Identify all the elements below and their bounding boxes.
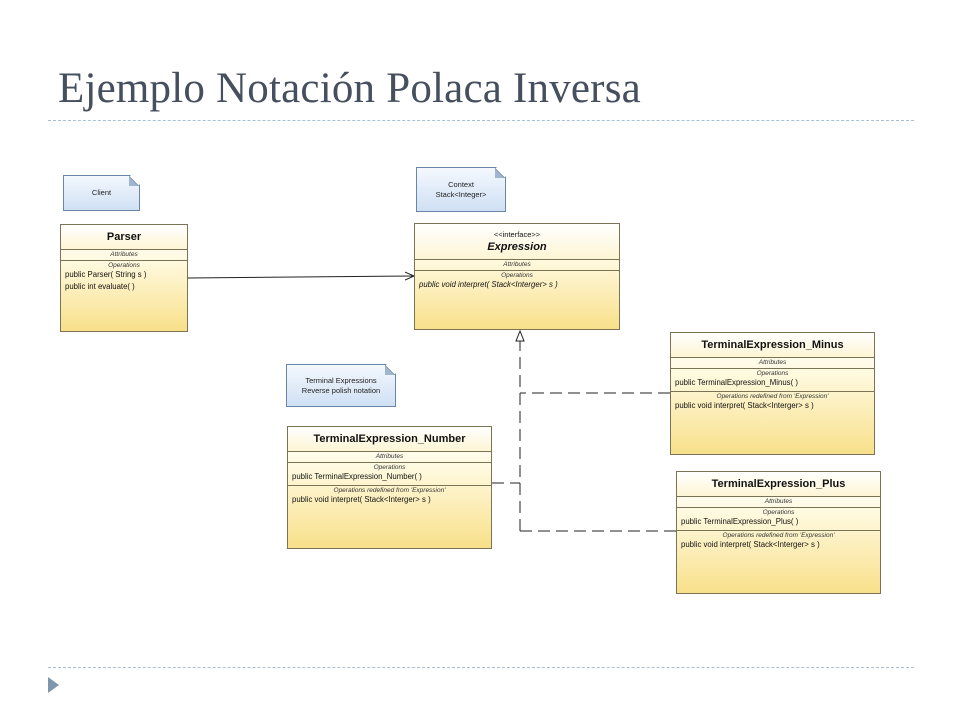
class-name: TerminalExpression_Number	[288, 427, 491, 452]
operations-label: Operations	[756, 370, 789, 377]
title-divider	[48, 120, 914, 121]
note-fold-icon	[385, 365, 395, 375]
realization-arrowhead	[515, 329, 525, 342]
note-line: Context	[448, 179, 474, 189]
operation: public void interpret( Stack<Interger> s…	[675, 401, 814, 410]
attributes-label: Attributes	[415, 260, 619, 271]
note-line: Stack<Integer>	[435, 189, 487, 199]
operation: public void interpret( Stack<Interger> s…	[292, 495, 431, 504]
class-header: <<interface>> Expression	[415, 224, 619, 260]
class-name: Parser	[61, 225, 187, 250]
class-expression: <<interface>> Expression Attributes Oper…	[414, 223, 620, 330]
operations-label: Operations	[501, 272, 533, 279]
class-terminal-expression-minus: TerminalExpression_Minus Attributes Oper…	[670, 332, 875, 455]
slide-title: Ejemplo Notación Polaca Inversa	[58, 65, 641, 112]
attributes-label: Attributes	[288, 452, 491, 463]
operations-label: Operations	[108, 262, 140, 269]
note-context: Context Stack<Integer>	[416, 167, 506, 212]
note-line: Terminal Expressions	[305, 375, 377, 385]
note-client: Client	[63, 175, 140, 211]
note-terminal-expressions: Terminal Expressions Reverse polish nota…	[286, 364, 396, 407]
note-line: Reverse polish notation	[301, 385, 381, 395]
operation: public TerminalExpression_Plus( )	[681, 517, 799, 526]
class-terminal-expression-plus: TerminalExpression_Plus Attributes Opera…	[676, 471, 881, 594]
class-name: TerminalExpression_Minus	[671, 333, 874, 358]
attributes-label: Attributes	[61, 250, 187, 261]
operation: public TerminalExpression_Number( )	[292, 472, 422, 481]
attributes-label: Attributes	[677, 497, 880, 508]
association-parser-expression	[187, 276, 414, 278]
operation: public void interpret( Stack<Interger> s…	[419, 280, 558, 289]
realization-lines	[492, 340, 676, 532]
redefined-operations-label: Operations redefined from 'Expression'	[722, 532, 835, 539]
note-fold-icon	[495, 168, 505, 178]
class-parser: Parser Attributes Operations public Pars…	[60, 224, 188, 332]
operation: public TerminalExpression_Minus( )	[675, 378, 798, 387]
note-fold-icon	[129, 176, 139, 186]
note-line: Client	[91, 188, 112, 197]
redefined-operations-label: Operations redefined from 'Expression'	[716, 393, 829, 400]
redefined-operations-label: Operations redefined from 'Expression'	[333, 487, 446, 494]
footer-divider	[48, 667, 914, 668]
class-terminal-expression-number: TerminalExpression_Number Attributes Ope…	[287, 426, 492, 549]
class-name: Expression	[487, 241, 547, 253]
operations-label: Operations	[373, 464, 406, 471]
class-name: TerminalExpression_Plus	[677, 472, 880, 497]
operation: public void interpret( Stack<Interger> s…	[681, 540, 820, 549]
attributes-label: Attributes	[671, 358, 874, 369]
operation: public Parser( String s )	[65, 270, 147, 279]
operation: public int evaluate( )	[65, 282, 135, 291]
bullet-triangle-icon	[48, 677, 59, 693]
stereotype: <<interface>>	[493, 230, 541, 239]
operations-label: Operations	[762, 509, 795, 516]
